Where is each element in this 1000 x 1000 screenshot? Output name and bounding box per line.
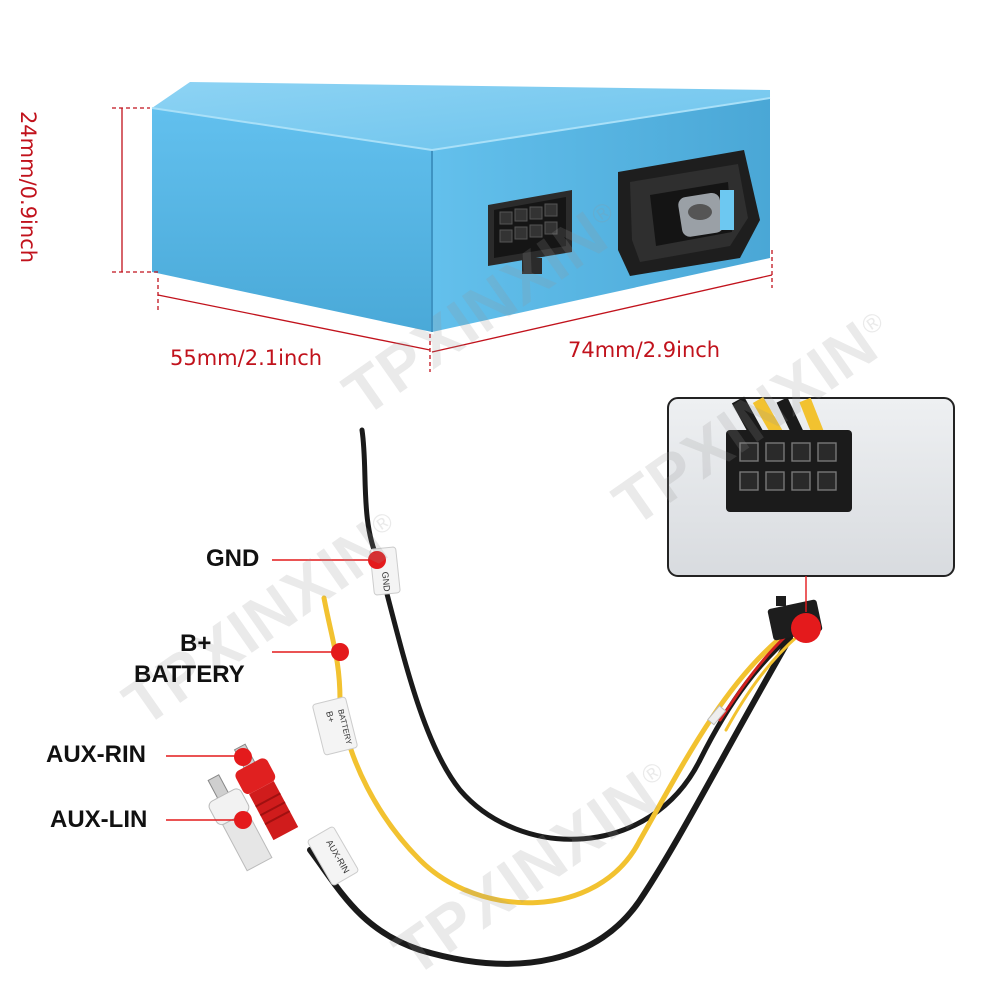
callout-lines <box>166 559 376 821</box>
aux-lin-label: AUX-LIN <box>50 806 148 833</box>
gnd-wire <box>359 427 803 842</box>
box-top-face <box>152 82 770 150</box>
depth-dimension-label: 55mm/2.1inch <box>170 346 323 370</box>
wire-tag-battery-text-1: B+ <box>324 710 336 723</box>
height-dimension-label: 24mm/0.9inch <box>16 110 41 264</box>
small-8pin-socket <box>488 190 572 274</box>
aux-rin-callout-dot <box>234 748 252 766</box>
width-dimension-label: 74mm/2.9inch <box>568 338 721 362</box>
aux-lin-callout-dot <box>234 811 252 829</box>
wire-tag-aux-rin <box>307 826 359 886</box>
connector-inset <box>667 396 955 577</box>
rca-cable <box>307 635 793 967</box>
battery-wire <box>321 595 781 906</box>
fiber-optic-socket <box>618 150 760 276</box>
connector-callout-dot <box>791 613 821 643</box>
b-plus-label: B+ <box>180 630 212 657</box>
gnd-callout-dot <box>368 551 386 569</box>
wiring-harness <box>307 427 803 967</box>
battery-label: BATTERY <box>134 661 245 688</box>
box-left-face <box>152 108 432 332</box>
gnd-label: GND <box>206 545 260 572</box>
battery-callout-dot <box>331 643 349 661</box>
box-right-face <box>432 98 770 332</box>
module-box <box>151 82 771 332</box>
dimension-lines <box>112 107 773 372</box>
wire-tag-battery <box>312 696 358 756</box>
aux-rin-label: AUX-RIN <box>46 741 146 768</box>
wire-tag-gnd-text: GND <box>380 571 392 592</box>
callout-dots <box>234 551 821 829</box>
